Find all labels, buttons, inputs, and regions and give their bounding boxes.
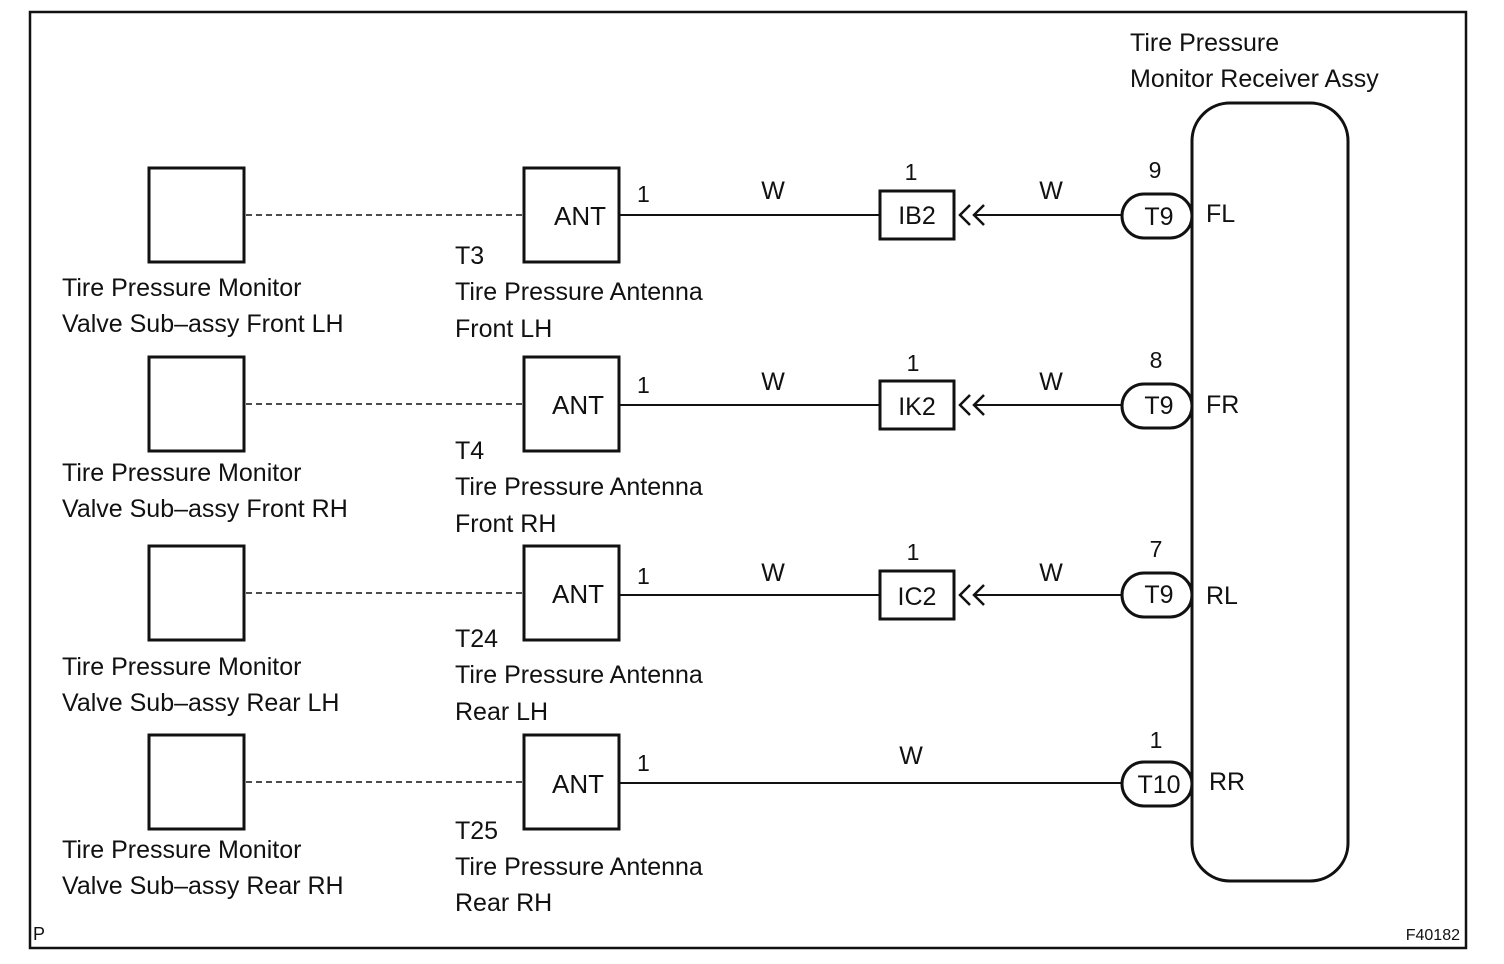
receiver-connector (1120, 192, 1194, 240)
valve-name-line2: Valve Sub–assy Rear RH (62, 872, 344, 900)
valve-name-line1: Tire Pressure Monitor (62, 653, 301, 681)
antenna-pin: 1 (637, 563, 650, 589)
receiver-connector (1120, 571, 1194, 619)
receiver-connector-label: T9 (1144, 581, 1173, 609)
junction-label: IB2 (898, 202, 936, 230)
antenna-box (522, 166, 621, 264)
figure-code: F40182 (1406, 927, 1460, 944)
terminal-label: FR (1206, 391, 1239, 419)
antenna-name-line2: Front LH (455, 315, 552, 343)
connector-chevron (958, 394, 971, 416)
antenna-name-line1: Tire Pressure Antenna (455, 278, 703, 306)
valve-name-line1: Tire Pressure Monitor (62, 274, 301, 302)
antenna-label: ANT (552, 769, 604, 799)
receiver-title-line1: Tire Pressure (1130, 29, 1279, 57)
valve-name-line2: Valve Sub–assy Front LH (62, 310, 344, 338)
junction-label: IK2 (898, 393, 936, 421)
valve-box (147, 544, 246, 642)
antenna-name-line2: Rear LH (455, 698, 548, 726)
antenna-box (522, 544, 621, 642)
valve-box (147, 355, 246, 453)
junction-connector (878, 189, 956, 241)
antenna-name-line1: Tire Pressure Antenna (455, 853, 703, 881)
diagram-frame (28, 10, 1468, 950)
receiver-connector-label: T9 (1144, 392, 1173, 420)
valve-name-line1: Tire Pressure Monitor (62, 836, 301, 864)
antenna-name-line2: Rear RH (455, 889, 552, 917)
valve-box (147, 166, 246, 264)
receiver-connector-label: T10 (1137, 771, 1180, 799)
antenna-name-line1: Tire Pressure Antenna (455, 473, 703, 501)
valve-box (147, 733, 246, 831)
antenna-connector: T24 (455, 625, 498, 653)
valve-name-line2: Valve Sub–assy Front RH (62, 495, 348, 523)
junction-connector (878, 569, 956, 621)
wire-color: W (899, 742, 923, 770)
antenna-pin: 1 (637, 181, 650, 207)
valve-name-line1: Tire Pressure Monitor (62, 459, 301, 487)
junction-pin: 1 (905, 159, 918, 185)
junction-pin: 1 (907, 350, 920, 376)
receiver-pin: 1 (1150, 727, 1163, 753)
connector-chevron (958, 584, 971, 606)
connector-chevron (958, 204, 971, 226)
corner-mark: P (33, 924, 45, 944)
antenna-label: ANT (554, 201, 606, 231)
terminal-label: RR (1209, 768, 1245, 796)
wire-color-right: W (1039, 559, 1063, 587)
antenna-box (522, 733, 621, 831)
antenna-box (522, 355, 621, 453)
junction-label: IC2 (898, 583, 937, 611)
receiver-connector (1120, 760, 1194, 808)
wire-color-right: W (1039, 177, 1063, 205)
antenna-pin: 1 (637, 750, 650, 776)
circuit-row-rear-lh: ANT 1 W IC2 1 W T9 7 RL T24 Tire Pressur… (62, 536, 1238, 726)
wire-color-left: W (761, 559, 785, 587)
junction-connector (878, 379, 956, 431)
antenna-name-line2: Front RH (455, 510, 556, 538)
antenna-connector: T25 (455, 817, 498, 845)
wire-color-right: W (1039, 368, 1063, 396)
antenna-label: ANT (552, 579, 604, 609)
antenna-pin: 1 (637, 372, 650, 398)
receiver-title-line2: Monitor Receiver Assy (1130, 65, 1379, 93)
wire-color-left: W (761, 177, 785, 205)
circuit-row-front-rh: ANT 1 W IK2 1 W T9 8 FR T4 Tire Pressure… (62, 347, 1239, 538)
receiver-connector-label: T9 (1144, 203, 1173, 231)
terminal-label: RL (1206, 582, 1238, 610)
receiver-pin: 7 (1150, 536, 1163, 562)
receiver-pin: 9 (1149, 157, 1162, 183)
antenna-connector: T4 (455, 437, 484, 465)
junction-pin: 1 (907, 539, 920, 565)
antenna-name-line1: Tire Pressure Antenna (455, 661, 703, 689)
wire-color-left: W (761, 368, 785, 396)
antenna-connector: T3 (455, 242, 484, 270)
receiver-connector (1120, 382, 1194, 430)
receiver-assy-box (1190, 101, 1350, 883)
circuit-row-rear-rh: ANT 1 W T10 1 RR T25 Tire Pressure Anten… (62, 727, 1245, 917)
antenna-label: ANT (552, 390, 604, 420)
circuit-row-front-lh: ANT 1 W IB2 1 W T9 9 FL T3 Tire Pressure… (62, 157, 1235, 343)
receiver-pin: 8 (1150, 347, 1163, 373)
terminal-label: FL (1206, 200, 1235, 228)
valve-name-line2: Valve Sub–assy Rear LH (62, 689, 339, 717)
